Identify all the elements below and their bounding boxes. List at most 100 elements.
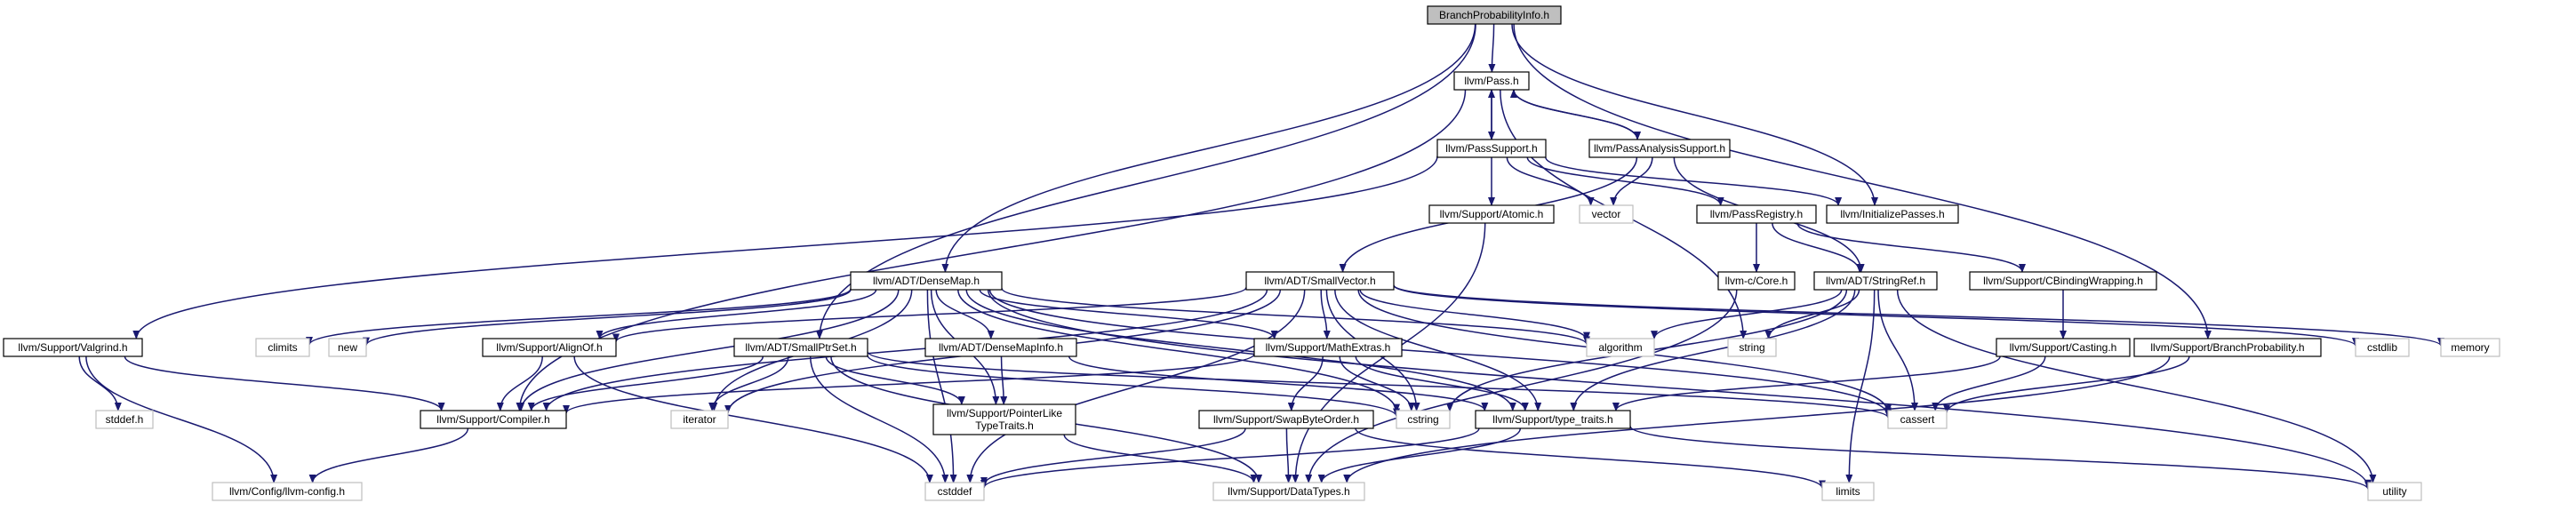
- node-initializepasses[interactable]: llvm/InitializePasses.h: [1826, 204, 1959, 224]
- node-cbindingwrapping[interactable]: llvm/Support/CBindingWrapping.h: [1969, 271, 2157, 291]
- node-box-algorithm: [1586, 338, 1655, 357]
- node-branchprobability[interactable]: llvm/Support/BranchProbability.h: [2133, 338, 2322, 357]
- node-box-smallptrset: [733, 338, 868, 357]
- edge-stringref-to-limits: [1845, 289, 1876, 483]
- node-label-stringref: llvm/ADT/StringRef.h: [1826, 275, 1925, 287]
- node-valgrind[interactable]: llvm/Support/Valgrind.h: [3, 338, 143, 357]
- edge-typetraits-to-utility: [1629, 426, 2372, 491]
- node-casting[interactable]: llvm/Support/Casting.h: [1996, 338, 2131, 357]
- edge-branchprobabilityinfo-to-pass: [1488, 23, 1496, 73]
- node-utility: utility: [2367, 482, 2422, 501]
- node-label-alignof: llvm/Support/AlignOf.h: [496, 341, 602, 354]
- edge-densemap-to-cassert: [988, 289, 1892, 417]
- node-atomic[interactable]: llvm/Support/Atomic.h: [1428, 204, 1555, 224]
- node-label-typetraits: llvm/Support/type_traits.h: [1492, 413, 1612, 426]
- edge-densemapinfo-to-typetraits: [1068, 355, 1489, 411]
- edge-branchprobability-to-cassert: [1943, 355, 2190, 414]
- node-string: string: [1727, 338, 1777, 357]
- node-pass[interactable]: llvm/Pass.h: [1453, 71, 1530, 91]
- edge-mathextras-to-compiler: [563, 353, 1255, 414]
- node-box-stringref: [1813, 271, 1938, 291]
- node-label-casting: llvm/Support/Casting.h: [2010, 341, 2117, 354]
- node-box-pointerliketypetraits: [932, 403, 1076, 435]
- node-smallvector[interactable]: llvm/ADT/SmallVector.h: [1245, 271, 1395, 291]
- edge-mathextras-to-typetraits: [1355, 355, 1529, 411]
- edge-densemap-to-compiler: [517, 289, 900, 411]
- edge-smallptrset-to-cstring: [867, 355, 1400, 418]
- node-datatypes: llvm/Support/DataTypes.h: [1212, 482, 1365, 501]
- node-llvmconfig: llvm/Config/llvm-config.h: [212, 482, 363, 501]
- node-label-vector: vector: [1592, 208, 1621, 220]
- node-passsupport[interactable]: llvm/PassSupport.h: [1436, 139, 1547, 158]
- node-limits: limits: [1821, 482, 1875, 501]
- node-branchprobabilityinfo[interactable]: BranchProbabilityInfo.h: [1427, 5, 1562, 25]
- node-smallptrset[interactable]: llvm/ADT/SmallPtrSet.h: [733, 338, 868, 357]
- edge-densemap-to-climits: [306, 288, 852, 346]
- node-compiler[interactable]: llvm/Support/Compiler.h: [420, 410, 567, 429]
- node-densemapinfo[interactable]: llvm/ADT/DenseMapInfo.h: [924, 338, 1077, 357]
- edge-densemapinfo-to-pointerliketypetraits: [1000, 355, 1008, 405]
- node-label-initializepasses: llvm/InitializePasses.h: [1840, 208, 1944, 220]
- node-label-passregistry: llvm/PassRegistry.h: [1710, 208, 1803, 220]
- edge-passsupport-to-initializepasses: [1545, 156, 1842, 206]
- edge-casting-to-typetraits: [1612, 355, 2001, 411]
- node-cstdlib: cstdlib: [2355, 338, 2410, 357]
- node-typetraits[interactable]: llvm/Support/type_traits.h: [1475, 410, 1631, 429]
- node-box-iterator: [670, 410, 729, 429]
- node-label-llvmccore: llvm-c/Core.h: [1725, 275, 1788, 287]
- edge-swapbyteorder-to-cstddef: [980, 427, 1246, 486]
- node-cassert: cassert: [1887, 410, 1948, 429]
- node-label-smallptrset: llvm/ADT/SmallPtrSet.h: [745, 341, 856, 354]
- node-alignof[interactable]: llvm/Support/AlignOf.h: [482, 338, 617, 357]
- node-label-branchprobability: llvm/Support/BranchProbability.h: [2150, 341, 2304, 354]
- edge-smallptrset-to-pointerliketypetraits: [825, 355, 965, 405]
- edge-densemap-to-new: [363, 289, 852, 347]
- edge-smallvector-to-compiler: [542, 289, 1268, 411]
- edge-smallvector-to-mathextras: [1320, 289, 1331, 339]
- node-label-string: string: [1739, 341, 1764, 354]
- node-label-smallvector: llvm/ADT/SmallVector.h: [1264, 275, 1375, 287]
- node-box-valgrind: [3, 338, 143, 357]
- edge-alignof-to-cstddef: [573, 355, 933, 483]
- node-box-climits: [255, 338, 310, 357]
- edge-smallvector-to-cstdlib: [1393, 284, 2359, 347]
- node-label-passanalysissupport: llvm/PassAnalysisSupport.h: [1594, 142, 1725, 155]
- node-stddef: stddef.h: [95, 410, 154, 429]
- node-label-datatypes: llvm/Support/DataTypes.h: [1228, 485, 1349, 498]
- node-densemap[interactable]: llvm/ADT/DenseMap.h: [850, 271, 1003, 291]
- edge-llvmccore-to-datatypes: [1305, 289, 1738, 483]
- edge-mathextras-to-swapbyteorder: [1287, 355, 1324, 411]
- node-box-atomic: [1428, 204, 1555, 224]
- edge-branchprobabilityinfo-to-densemap: [941, 23, 1476, 273]
- node-box-branchprobabilityinfo: [1427, 5, 1562, 25]
- node-label-new: new: [338, 341, 357, 354]
- node-iterator: iterator: [670, 410, 729, 429]
- node-stringref[interactable]: llvm/ADT/StringRef.h: [1813, 271, 1938, 291]
- node-passregistry[interactable]: llvm/PassRegistry.h: [1696, 204, 1817, 224]
- node-box-cbindingwrapping: [1969, 271, 2157, 291]
- edge-smallptrset-to-compiler: [527, 355, 764, 411]
- edge-valgrind-to-stddef: [78, 355, 122, 411]
- edge-mathextras-to-cstring: [1339, 355, 1415, 411]
- edge-typetraits-to-datatypes: [1317, 427, 1522, 483]
- edge-stringref-to-typetraits: [1570, 289, 1856, 411]
- node-passanalysissupport[interactable]: llvm/PassAnalysisSupport.h: [1588, 139, 1731, 158]
- node-swapbyteorder[interactable]: llvm/Support/SwapByteOrder.h: [1198, 410, 1374, 429]
- node-mathextras[interactable]: llvm/Support/MathExtras.h: [1253, 338, 1403, 357]
- node-box-swapbyteorder: [1198, 410, 1374, 429]
- node-llvmccore[interactable]: llvm-c/Core.h: [1717, 271, 1796, 291]
- node-algorithm: algorithm: [1586, 338, 1655, 357]
- node-box-llvmconfig: [212, 482, 363, 501]
- edge-smallptrset-to-iterator: [708, 355, 789, 411]
- node-box-cstring: [1396, 410, 1451, 429]
- node-box-datatypes: [1212, 482, 1365, 501]
- edge-branchprobabilityinfo-to-smallptrset: [815, 23, 1476, 339]
- edge-passregistry-to-stringref: [1772, 222, 1864, 273]
- edge-passanalysissupport-to-pass: [1509, 89, 1638, 140]
- node-label-climits: climits: [268, 341, 297, 354]
- edge-swapbyteorder-to-datatypes: [1284, 427, 1292, 483]
- node-box-passanalysissupport: [1588, 139, 1731, 158]
- node-memory: memory: [2440, 338, 2500, 357]
- edge-passsupport-to-valgrind: [132, 156, 1438, 339]
